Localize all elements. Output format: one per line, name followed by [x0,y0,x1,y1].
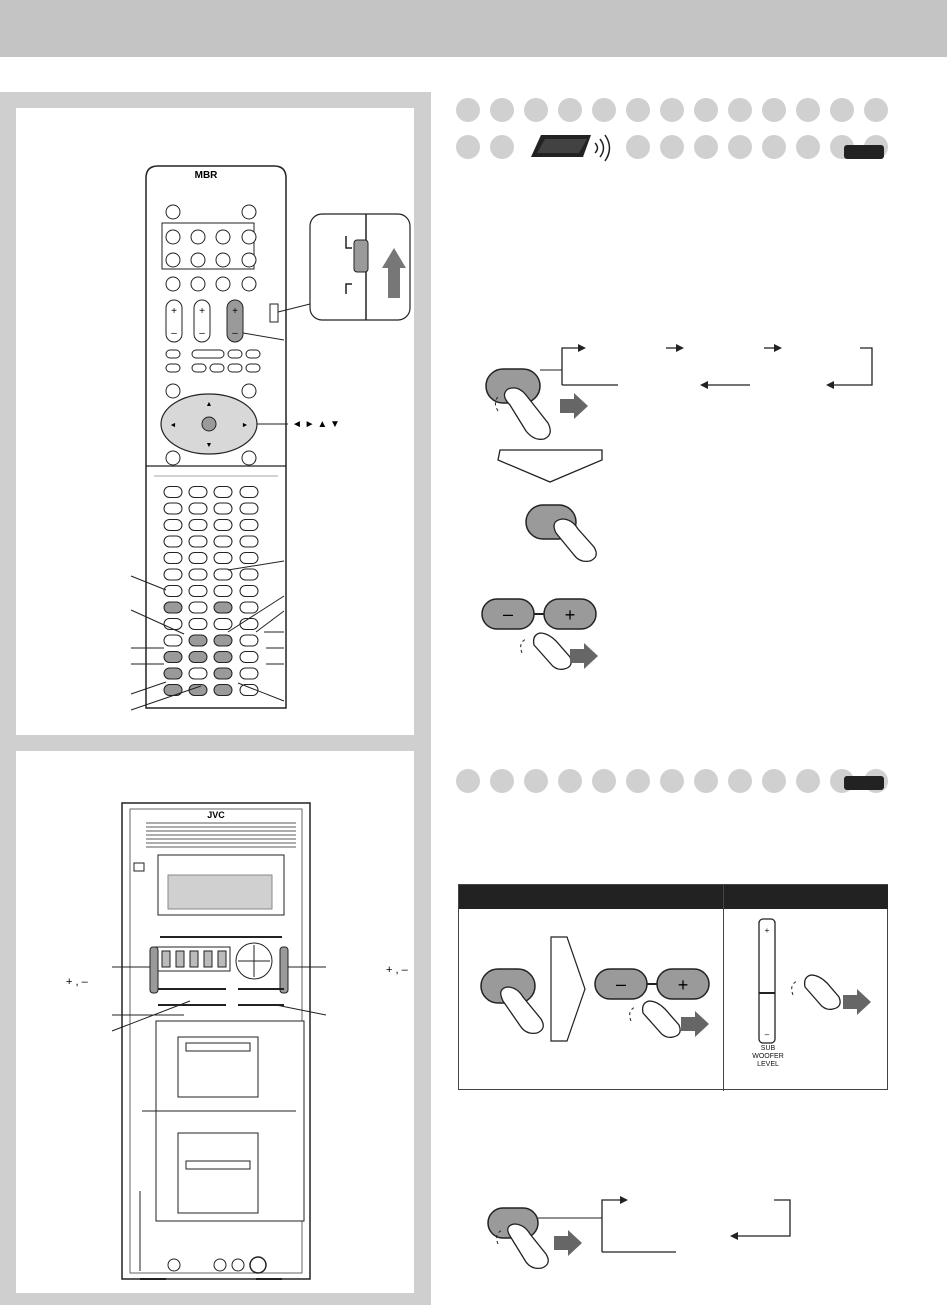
arrow-right-icon [560,393,588,419]
keypad-button [213,684,233,696]
keypad-button [188,634,208,647]
svg-text:–: – [503,604,513,624]
keypad-button [213,667,233,680]
unit-brand-logo: JVC [207,810,225,820]
keypad-button [213,585,233,597]
keypad-button [163,552,183,564]
keypad-button [213,568,233,581]
svg-text:+: + [232,306,238,317]
keypad-button [188,519,208,531]
down-arrow-icon [497,449,603,483]
bottom-cycle-diagram [487,1196,791,1270]
arrow-keys-label: ◄ ► ▲ ▼ [292,419,340,430]
keypad-button [188,486,208,498]
keypad-button [188,568,208,581]
keypad-button [239,486,259,498]
svg-text:+: + [199,306,205,317]
svg-text:–: – [232,328,238,339]
header-bar [0,0,947,57]
keypad-button [188,601,208,614]
infrared-signal-icon [594,134,611,162]
finger-press-icon [553,518,597,563]
keypad-button [213,601,233,614]
unit-knob-right-label: + , – [386,964,409,976]
svg-text:►: ► [242,422,249,429]
keypad-button [239,552,259,564]
keypad-button [239,568,259,581]
keypad-button [213,618,233,630]
keypad-button [188,502,208,515]
subwoofer-level-table: – + + – SUB WOOFER LEVEL [458,884,888,1091]
keypad-button [213,634,233,647]
svg-text:–: – [616,974,626,994]
keypad-button [188,585,208,597]
keypad-button [239,601,259,614]
svg-text:◄: ◄ [170,422,177,429]
remote-illustration-panel: MBR + – + – + – [16,108,414,735]
keypad-button [163,618,183,630]
svg-text:+: + [171,306,177,317]
keypad-button [213,519,233,531]
keypad-button [163,634,183,647]
keypad-button [239,585,259,597]
unit-illustration-panel: JVC + , [16,751,414,1293]
finger-press-icon [503,387,551,440]
keypad-button [163,568,183,581]
keypad-button [188,651,208,663]
keypad-button [239,535,259,548]
remote-button-icon [531,135,591,157]
keypad-button [163,519,183,531]
slider-plus: + [765,926,770,935]
keypad-button [239,519,259,531]
subwoofer-level-label: SUB WOOFER LEVEL [752,1045,784,1068]
keypad-button [188,618,208,630]
svg-text:–: – [171,328,177,339]
keypad-button [188,667,208,680]
keypad-button [213,486,233,498]
keypad-button [163,601,183,614]
table-header-unit [724,885,888,909]
unit-knob-left-label: + , – [66,976,89,988]
keypad-button [163,651,183,663]
keypad-button [163,502,183,515]
keypad-button [213,535,233,548]
section-heading-dots-1 [456,98,888,162]
table-header-remote [459,885,723,909]
slider-minus: – [765,1030,770,1039]
keypad-button [163,486,183,498]
keypad-button [239,667,259,680]
keypad-button [239,634,259,647]
keypad-button [188,684,208,696]
remote-brand-logo: MBR [195,170,219,181]
keypad-button [239,684,259,696]
svg-text:–: – [199,328,205,339]
svg-text:▼: ▼ [206,442,213,449]
keypad-button [188,535,208,548]
keypad-button [239,651,259,663]
keypad-button [239,618,259,630]
sound-mode-diagram: – + [481,344,873,671]
keypad-button [213,502,233,515]
keypad-button [239,502,259,515]
keypad-button [213,651,233,663]
svg-text:+: + [678,975,689,995]
svg-text:▲: ▲ [206,401,213,408]
keypad-button [188,552,208,564]
keypad-button [163,667,183,680]
keypad-button [213,552,233,564]
section-heading-dots-2 [456,769,888,793]
remote-control-illustration: MBR + – + – + – [130,165,411,711]
svg-text:+: + [565,605,576,625]
keypad-button [163,585,183,597]
keypad-button [163,535,183,548]
main-unit-illustration: JVC + , [66,802,409,1280]
